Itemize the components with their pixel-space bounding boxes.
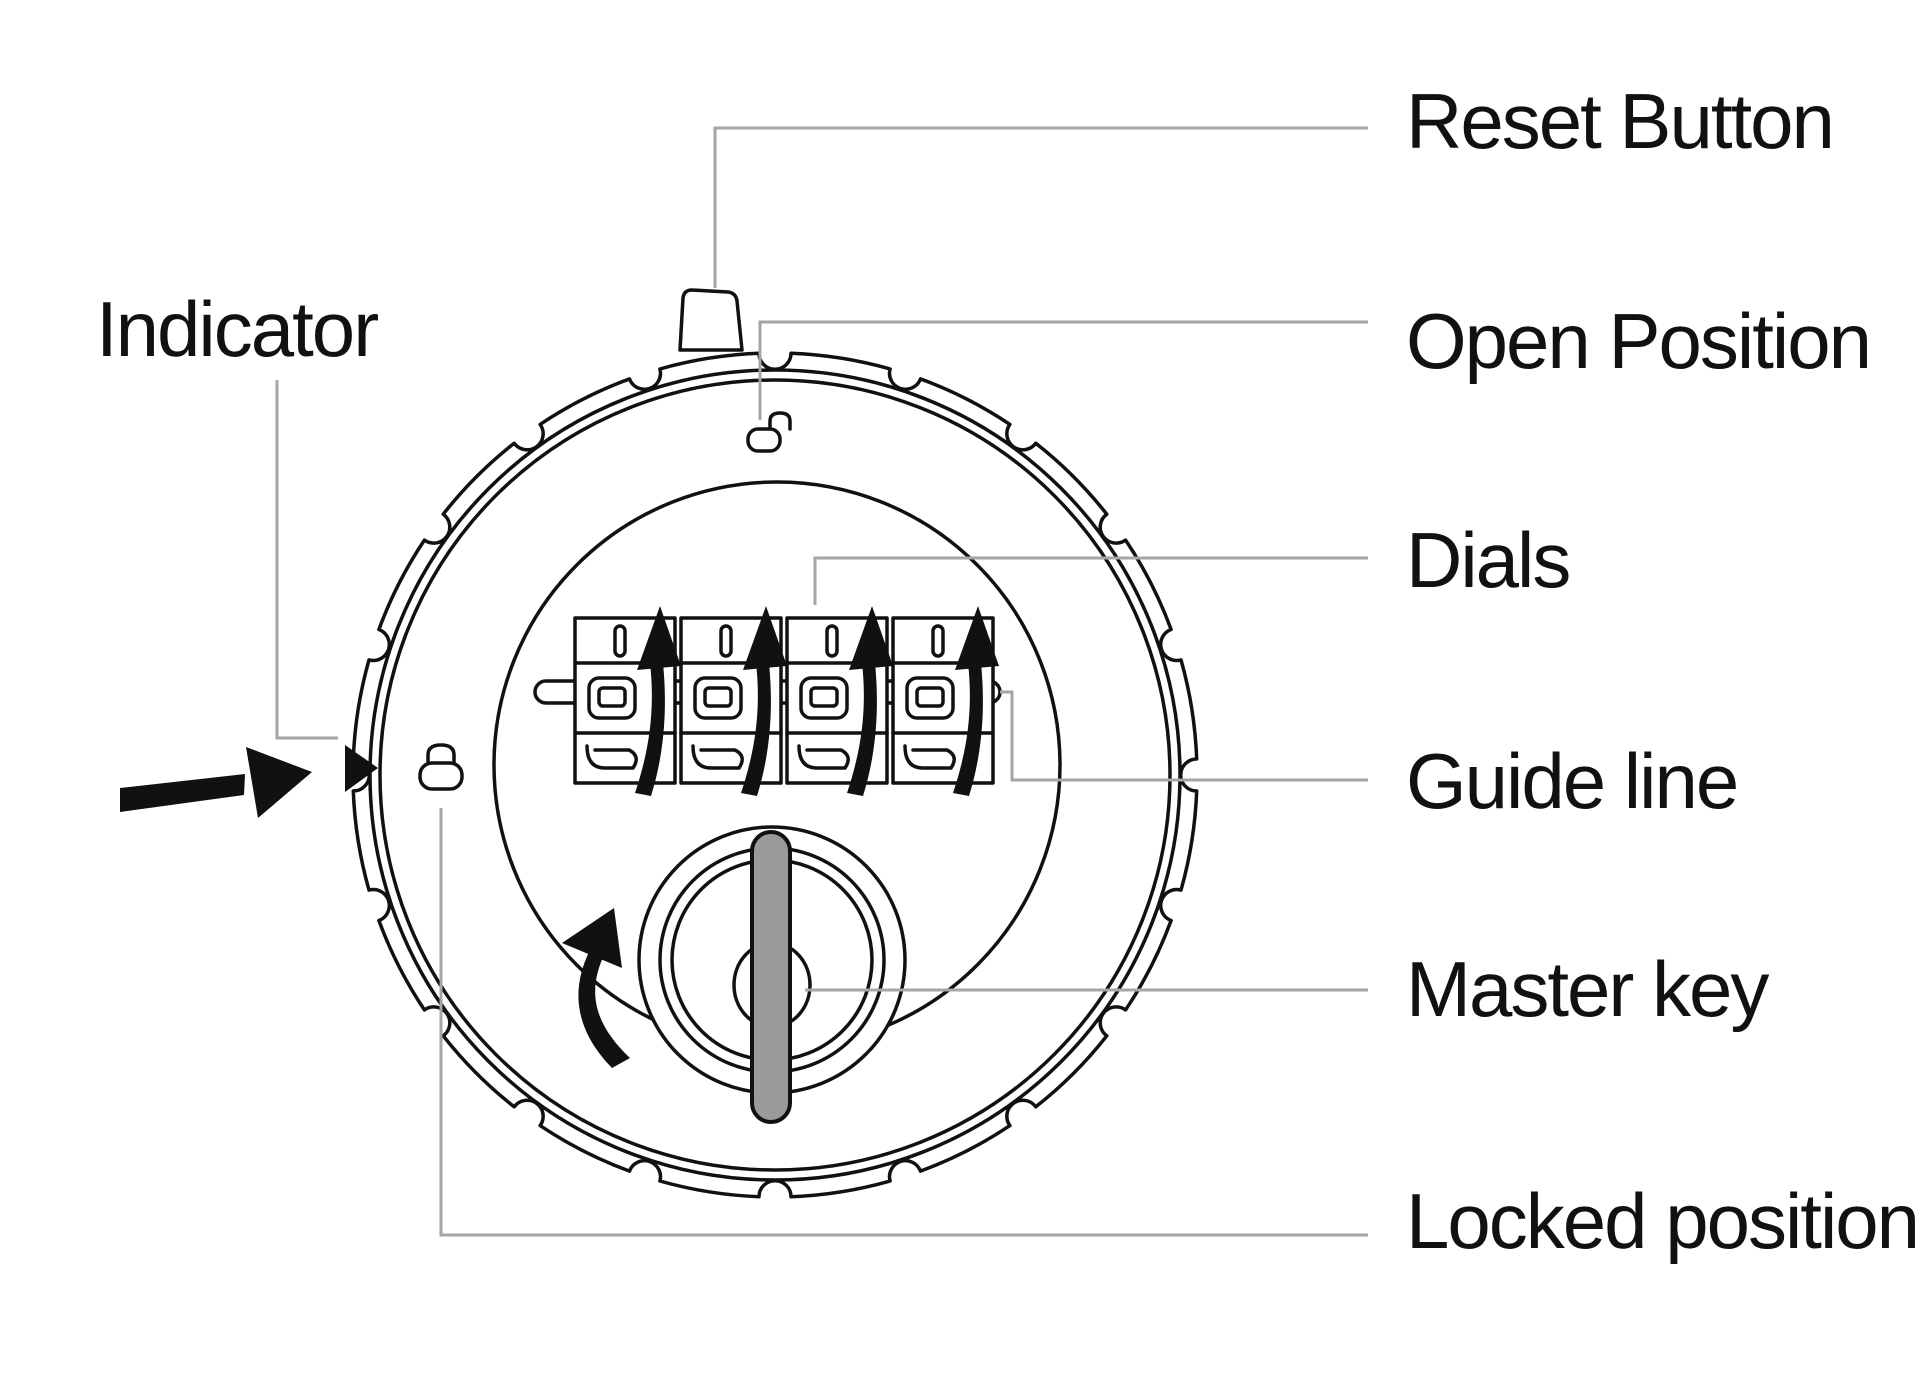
dial-digit-inner: [809, 686, 839, 708]
label-indicator: Indicator: [96, 285, 378, 373]
label-master-key: Master key: [1406, 945, 1769, 1033]
key-rotation-arrow: [562, 908, 630, 1068]
dial-rotation-arrow: [635, 663, 665, 796]
dial-rotation-arrow: [741, 663, 771, 796]
dial-digit-current: [587, 676, 637, 720]
dial-digit-top: [613, 624, 627, 658]
indicator-pointer-arrow: [120, 747, 312, 818]
dial-rotation-arrowhead: [637, 606, 681, 670]
leader-guide-line: [1000, 690, 1368, 782]
dial-digit-bottom: [797, 744, 850, 770]
dial-wheel: [679, 606, 787, 796]
label-reset-button: Reset Button: [1406, 77, 1833, 165]
dial-digit-inner: [915, 686, 945, 708]
leader-dials: [813, 556, 1368, 605]
master-key-blade: [750, 830, 792, 1124]
locked-padlock-icon: [418, 743, 464, 791]
indicator-marker: [345, 745, 378, 792]
leader-indicator: [275, 380, 338, 740]
dial-wheel: [573, 606, 681, 796]
dial-digit-inner: [597, 686, 627, 708]
dial-rotation-arrowhead: [955, 606, 999, 670]
rim-inner-ring-2: [378, 378, 1172, 1172]
leader-reset-button: [713, 126, 1368, 288]
dial-digit-bottom: [903, 744, 956, 770]
label-locked-position: Locked position: [1406, 1177, 1918, 1265]
dial-wheel: [785, 606, 893, 796]
dial-digit-inner: [703, 686, 733, 708]
dial-rotation-arrowhead: [849, 606, 893, 670]
dial-digit-top: [825, 624, 839, 658]
dial-digit-current: [799, 676, 849, 720]
dials-group: [533, 606, 1002, 796]
leader-open-position: [758, 320, 1368, 420]
callout-labels: Reset Button Open Position Dials Guide l…: [96, 77, 1920, 1265]
dial-digit-current: [693, 676, 743, 720]
unlocked-padlock-icon: [746, 411, 792, 453]
dial-rotation-arrowhead: [743, 606, 787, 670]
dial-digit-bottom: [691, 744, 744, 770]
dial-digit-current: [905, 676, 955, 720]
label-guide-line: Guide line: [1406, 737, 1737, 825]
label-dials: Dials: [1406, 516, 1569, 604]
dial-rotation-arrow: [953, 663, 983, 796]
dial-digit-bottom: [585, 744, 638, 770]
reset-button-tab: [678, 288, 744, 352]
key-cylinder: [637, 825, 907, 1124]
dial-digit-top: [931, 624, 945, 658]
label-open-position: Open Position: [1406, 297, 1870, 385]
leader-lines: [275, 126, 1368, 1237]
dial-wheel: [891, 606, 999, 796]
dial-digit-top: [719, 624, 733, 658]
leader-locked-position: [439, 808, 1368, 1237]
dial-rotation-arrow: [847, 663, 877, 796]
